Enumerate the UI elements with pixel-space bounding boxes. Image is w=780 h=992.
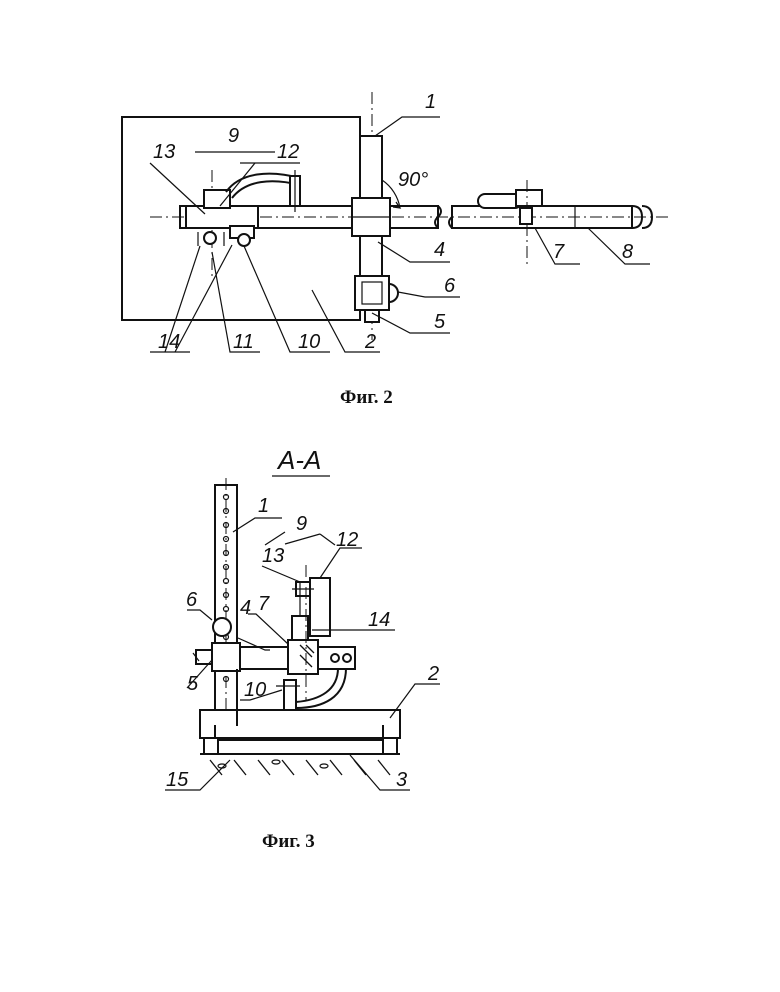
fig2-label-6: 6 [444, 275, 456, 297]
head-12 [310, 578, 330, 636]
fig3-label-10: 10 [244, 679, 266, 701]
fig3-label-5: 5 [187, 673, 199, 695]
fig3-label-1: 1 [258, 495, 269, 517]
fig3-label-6: 6 [186, 589, 198, 611]
fig3-label-13: 13 [262, 545, 284, 567]
fig2-label-4: 4 [434, 239, 445, 261]
fig2-label-1: 1 [425, 91, 436, 113]
fig3-label-12: 12 [336, 529, 358, 551]
slider-5-side [212, 643, 240, 671]
fig2-label-8: 8 [622, 241, 633, 263]
fig2-label-2: 2 [364, 331, 376, 353]
fig2-label-10: 10 [298, 331, 320, 353]
fig2-label-13: 13 [153, 141, 175, 163]
fig2-label-11: 11 [233, 331, 254, 353]
fig2-label-5: 5 [434, 311, 446, 333]
fig3-section-title: А-А [276, 445, 321, 475]
fig2-label-14: 14 [158, 331, 180, 353]
fig2-angle: 90° [398, 169, 428, 191]
head-body [186, 206, 258, 228]
fig3-label-3: 3 [396, 769, 407, 791]
fig3-label-9: 9 [296, 513, 307, 535]
fig3-label-14: 14 [368, 609, 390, 631]
base-2-side [200, 710, 400, 738]
fig3-caption: Фиг. 3 [262, 831, 315, 852]
fig3-label-7: 7 [258, 593, 270, 615]
fig3-label-2: 2 [427, 663, 439, 685]
fig2-label-12: 12 [277, 141, 299, 163]
fig3-label-15: 15 [166, 769, 189, 791]
ground-hatching [210, 760, 390, 775]
figure-2 [122, 92, 672, 352]
fig3-label-4: 4 [240, 597, 251, 619]
fig2-label-9: 9 [228, 125, 239, 147]
fig2-label-7: 7 [553, 241, 565, 263]
fig2-caption: Фиг. 2 [340, 387, 393, 408]
slider-5 [355, 276, 389, 310]
